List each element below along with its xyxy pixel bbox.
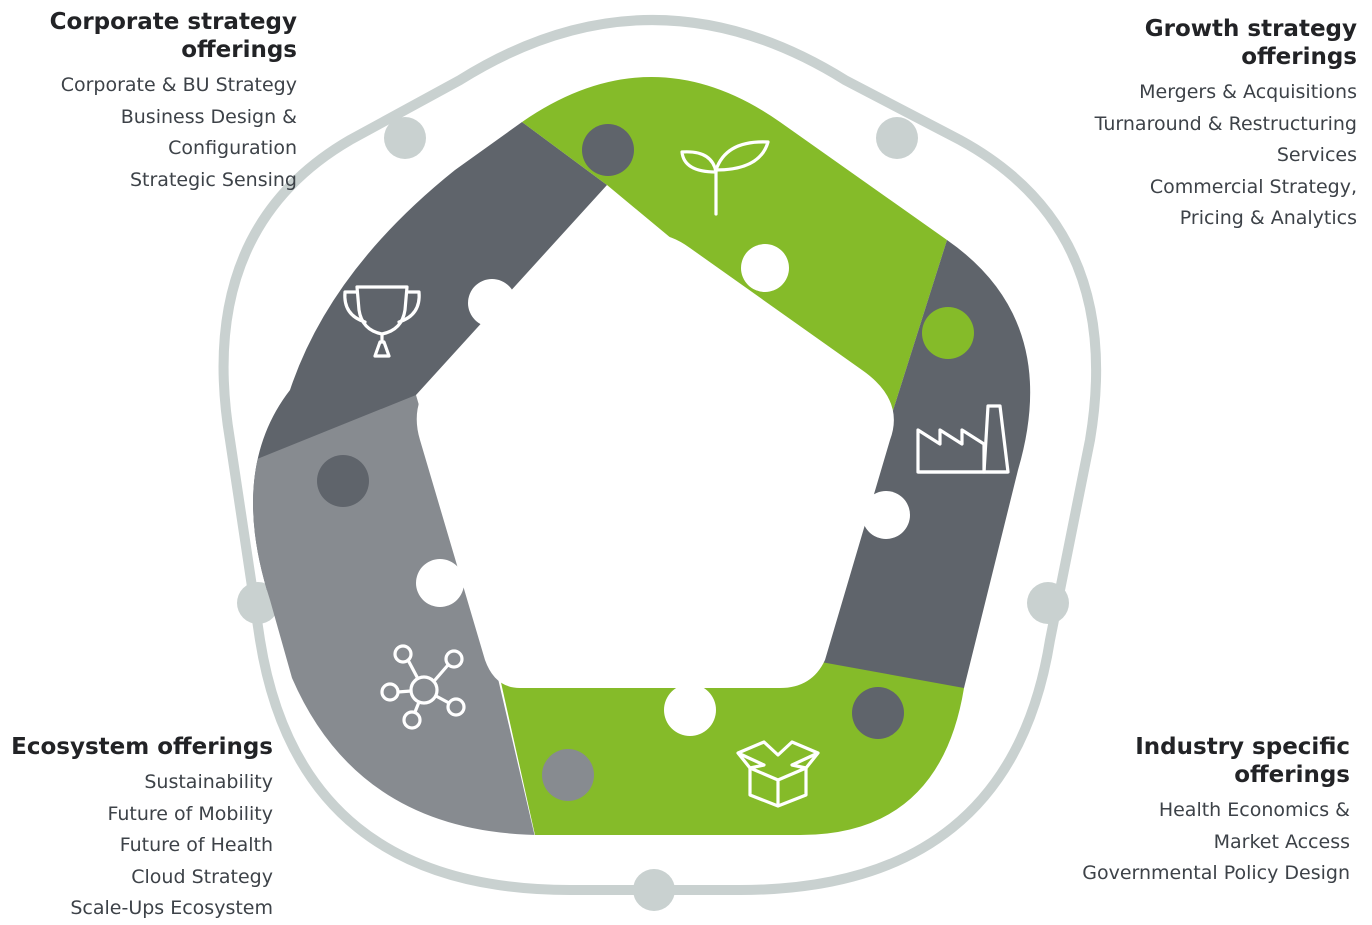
knob-growth-right: [922, 307, 974, 359]
industry-title: Industry specific offerings: [1135, 734, 1350, 788]
growth-offerings: Growth strategy offerings Mergers & Acqu…: [1027, 15, 1357, 235]
list-item: Turnaround & Restructuring: [1094, 112, 1357, 135]
open-box-icon: [736, 740, 820, 808]
knob-growth-top: [582, 124, 634, 176]
knob-box-right: [852, 687, 904, 739]
list-item: Commercial Strategy,: [1149, 175, 1357, 198]
list-item: Corporate & BU Strategy: [60, 74, 297, 96]
knob-corporate-inner: [468, 279, 516, 327]
list-item: Strategic Sensing: [129, 168, 297, 191]
list-item: Future of Mobility: [107, 802, 273, 825]
ring-dot-growth: [876, 117, 918, 159]
knob-growth-inner: [741, 244, 789, 292]
list-item: Market Access: [1213, 830, 1350, 853]
ecosystem-list: Sustainability Future of Mobility Future…: [0, 767, 273, 925]
outer-ring: [218, 15, 1101, 895]
knob-ecosystem-top: [317, 455, 369, 507]
industry-list: Health Economics & Market Access Governm…: [1030, 795, 1350, 890]
ring-dot-bottom: [633, 869, 675, 911]
list-item: Configuration: [168, 137, 297, 159]
list-item: Future of Health: [119, 834, 273, 856]
growth-title: Growth strategy offerings: [1144, 16, 1357, 70]
ecosystem-title: Ecosystem offerings: [11, 734, 273, 760]
list-item: Scale-Ups Ecosystem: [70, 897, 273, 919]
list-item: Health Economics &: [1158, 799, 1350, 821]
knob-ecosystem-inner: [416, 559, 464, 607]
knob-industry-inner: [862, 491, 910, 539]
list-item: Mergers & Acquisitions: [1139, 81, 1357, 103]
list-item: Pricing & Analytics: [1179, 207, 1357, 229]
industry-offerings: Industry specific offerings Health Econo…: [1030, 733, 1350, 890]
list-item: Business Design &: [120, 105, 297, 128]
corporate-title: Corporate strategy offerings: [49, 9, 297, 63]
list-item: Services: [1276, 144, 1357, 166]
ring-dot-corporate: [384, 117, 426, 159]
trophy-icon: [343, 285, 421, 358]
ring-dot-industry: [1027, 582, 1069, 624]
factory-icon: [916, 404, 1010, 474]
knob-ecosystem-bottom: [542, 749, 594, 801]
list-item: Cloud Strategy: [131, 865, 273, 888]
corporate-list: Corporate & BU Strategy Business Design …: [0, 70, 297, 196]
growth-list: Mergers & Acquisitions Turnaround & Rest…: [1027, 77, 1357, 235]
network-icon: [380, 644, 466, 730]
sprout-icon: [680, 140, 770, 216]
knob-box-left: [664, 684, 716, 736]
inner-hole: [416, 234, 894, 688]
corporate-offerings: Corporate strategy offerings Corporate &…: [0, 8, 297, 196]
list-item: Sustainability: [144, 771, 273, 793]
list-item: Governmental Policy Design: [1082, 862, 1350, 884]
ecosystem-offerings: Ecosystem offerings Sustainability Futur…: [0, 733, 273, 925]
